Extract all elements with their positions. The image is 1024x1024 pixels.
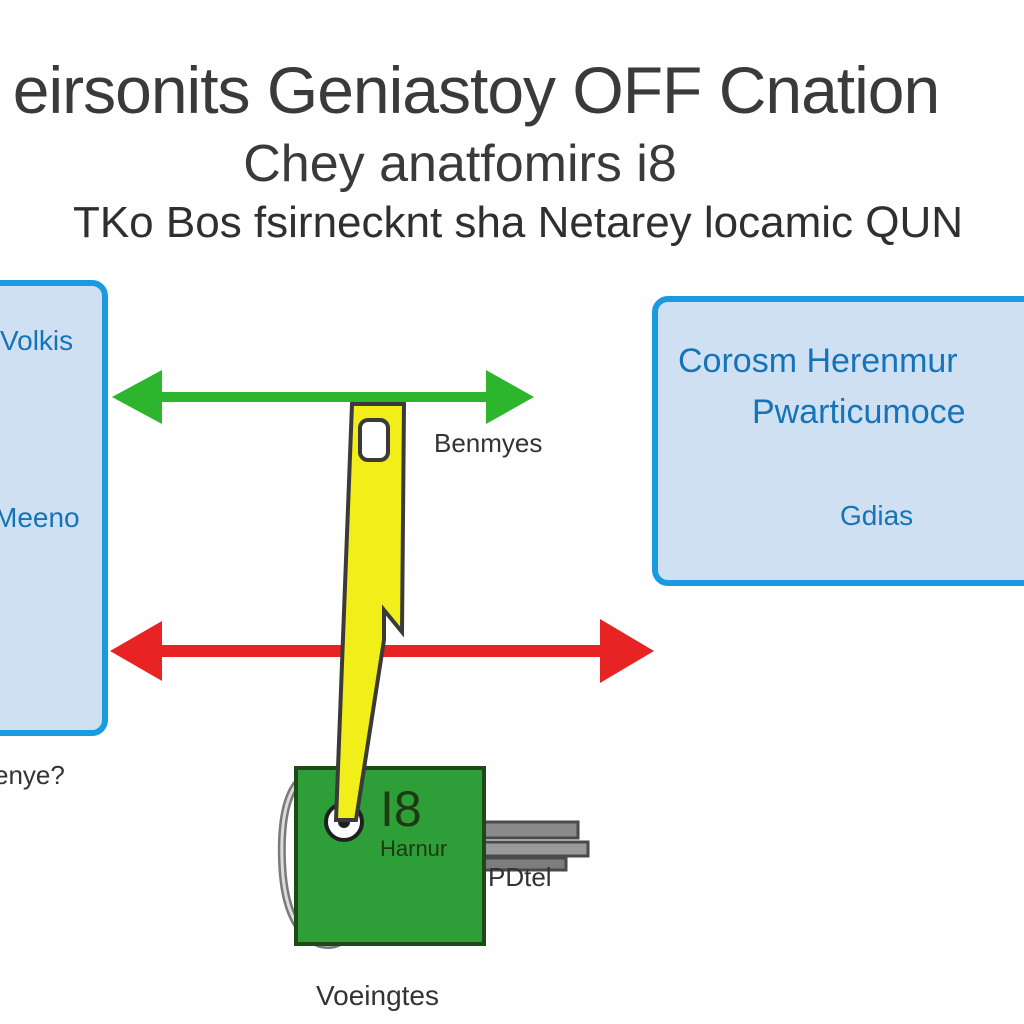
right-box-small-label: Gdias <box>840 500 914 531</box>
left-bottom-label: enye? <box>0 760 65 790</box>
tag-caption: Harnur <box>380 836 448 861</box>
middle-label: Benmyes <box>434 428 543 458</box>
left-box-top-label: Volkis <box>0 325 74 356</box>
yellow-lever <box>333 402 407 822</box>
left-box <box>0 280 108 736</box>
key-blade <box>468 820 590 872</box>
bottom-label: Voeingtes <box>316 980 439 1011</box>
right-box <box>652 296 1024 586</box>
right-box-title-line-2: Pwarticumoce <box>752 393 966 431</box>
title-line-2: Chey anatfomirs i8 <box>243 135 677 193</box>
title-line-3: TKo Bos fsirnecknt sha Netarey locamic Q… <box>72 198 964 247</box>
green-double-arrow <box>112 370 534 424</box>
green-key-tag <box>294 766 486 946</box>
tag-number: I8 <box>380 781 422 837</box>
left-box-mid-label: Meeno <box>0 502 80 533</box>
title-line-1: eirsonits Geniastoy OFF Cnation <box>12 53 940 127</box>
key-tab-label: PDtel <box>488 862 552 892</box>
right-box-title-line-1: Corosm Herenmur <box>678 342 958 380</box>
